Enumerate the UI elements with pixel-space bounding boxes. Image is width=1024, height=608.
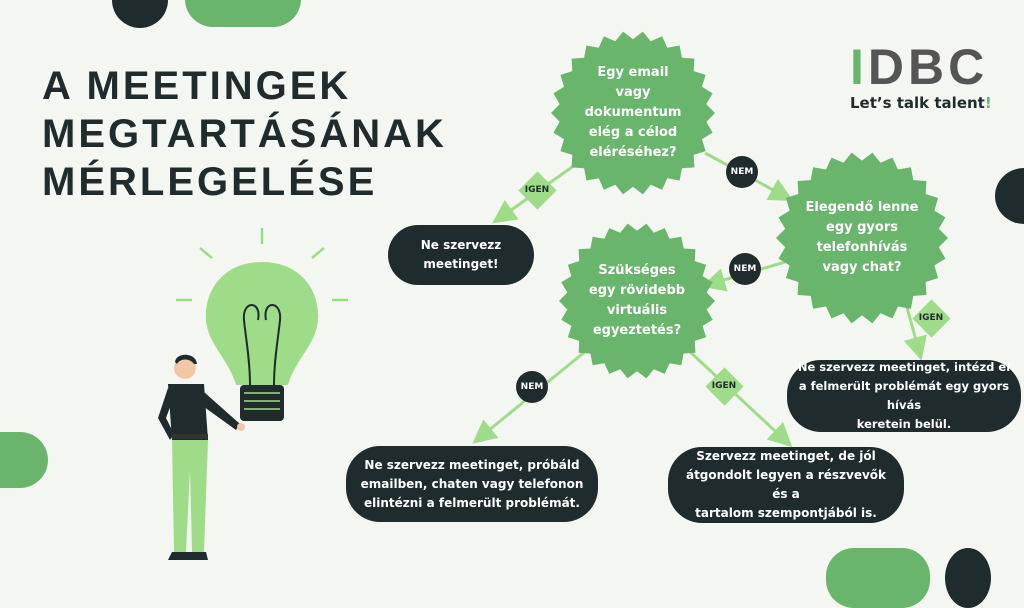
no-label: NEM (729, 253, 761, 285)
question-text: Egy email vagy dokumentum elég a célod e… (584, 65, 682, 160)
no-text: NEM (730, 167, 754, 177)
yes-text: IGEN (918, 313, 944, 323)
yes-label: IGEN (911, 298, 951, 338)
idbc-logo: IDBC Let’s talk talent! (850, 42, 992, 112)
question-text: Szükséges egy rövidebb virtuális egyezte… (588, 263, 686, 338)
logo-tagline: Let’s talk talent! (850, 94, 992, 112)
question-text: Elegendő lenne egy gyors telefonhívás va… (805, 200, 919, 275)
lightbulb-illustration (176, 228, 348, 421)
starburst-shape (551, 31, 715, 195)
outcome-organize-meeting: Szervezz meetinget, de jól átgondolt leg… (668, 447, 904, 523)
logo-mark: IDBC (850, 42, 992, 92)
no-label: NEM (516, 371, 548, 403)
outcome-email-chat: Ne szervezz meetinget, próbáld emailben,… (346, 446, 598, 522)
person-illustration (158, 354, 245, 560)
no-label: NEM (726, 156, 758, 188)
title-line: A MEETINGEK (42, 64, 352, 108)
title-line: MÉRLEGELÉSE (42, 160, 378, 204)
decor-pill-top (185, 0, 301, 27)
logo-letter-i: I (850, 39, 868, 95)
yes-text: IGEN (524, 185, 550, 195)
yes-label: IGEN (517, 170, 557, 210)
question-quick-call: Elegendő lenne egy gyors telefonhívás va… (776, 152, 948, 324)
yes-label: IGEN (704, 366, 744, 406)
decor-pill-left (0, 432, 48, 488)
starburst-shape (776, 152, 948, 324)
yes-text: IGEN (711, 381, 737, 391)
tagline-exclamation: ! (984, 94, 992, 112)
question-virtual-meeting: Szükséges egy rövidebb virtuális egyezte… (559, 223, 715, 379)
no-text: NEM (733, 264, 757, 274)
title-line: MEGTARTÁSÁNAK (42, 112, 447, 156)
logo-letters: DBC (867, 39, 989, 95)
flow-connectors (158, 151, 927, 560)
page-title: A MEETINGEK MEGTARTÁSÁNAK MÉRLEGELÉSE (42, 62, 447, 206)
tagline-text: Let’s talk talent (850, 94, 985, 112)
outcome-no-meeting: Ne szervezz meetinget! (388, 225, 534, 285)
question-email-document: Egy email vagy dokumentum elég a célod e… (551, 31, 715, 195)
outcome-quick-call: Ne szervezz meetinget, intézd el a felme… (787, 360, 1021, 432)
no-text: NEM (520, 382, 544, 392)
starburst-shape (559, 223, 715, 379)
